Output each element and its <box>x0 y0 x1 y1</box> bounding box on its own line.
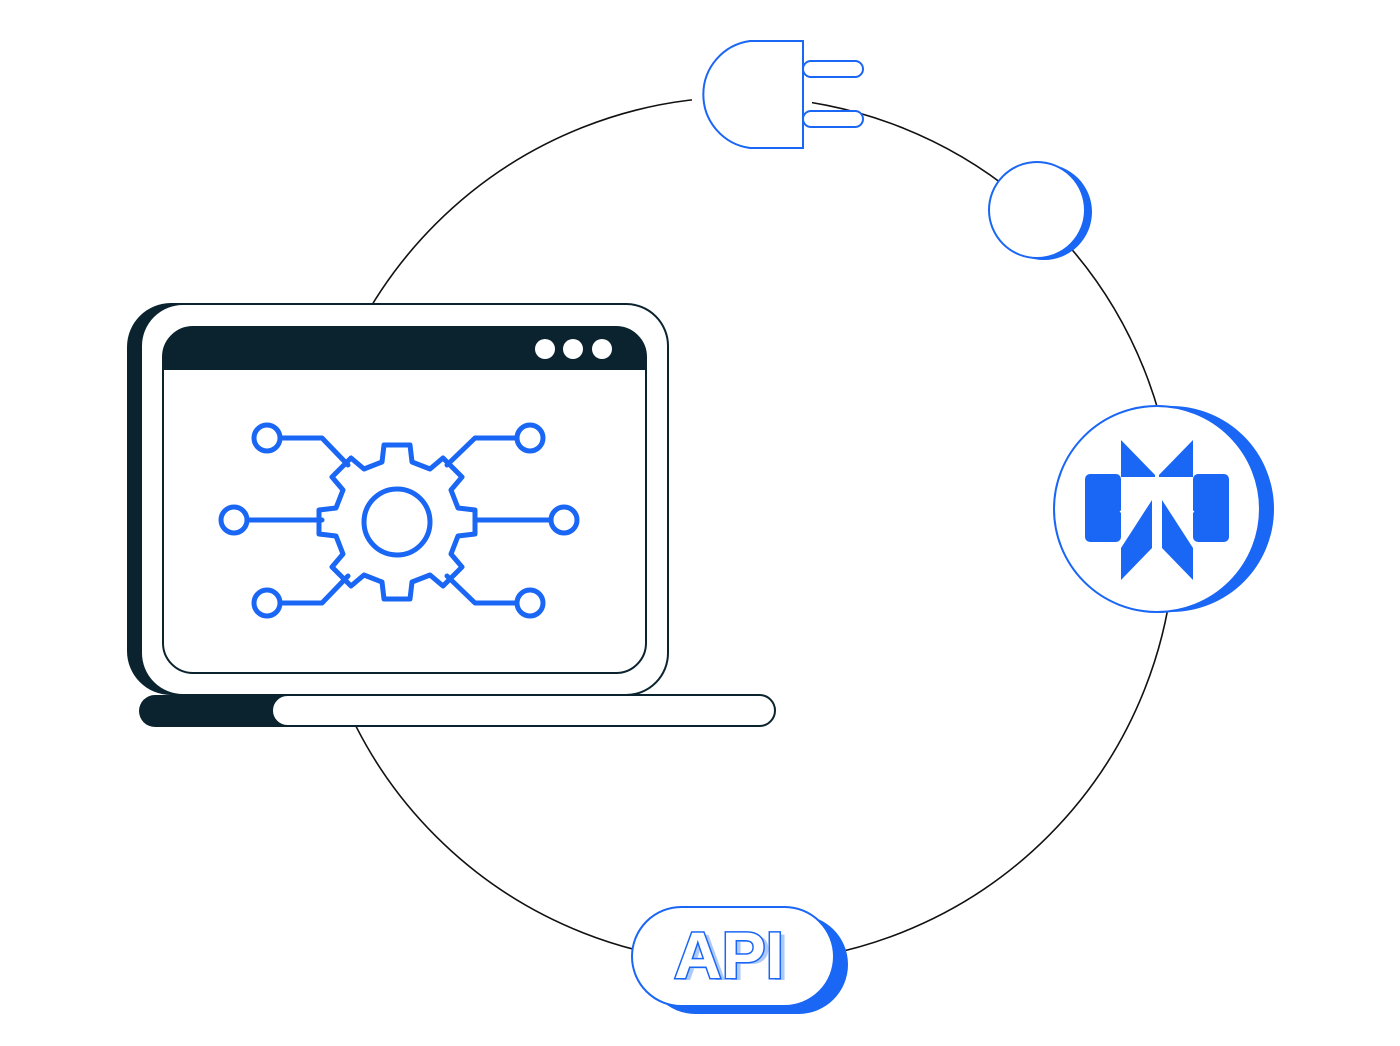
empty-circle-node <box>988 161 1092 260</box>
api-label-shadow: API <box>679 920 789 994</box>
api-badge: API API <box>631 906 848 1014</box>
laptop <box>127 303 776 727</box>
chevron-logo-icon <box>1053 405 1274 613</box>
gear-network-icon <box>218 422 580 619</box>
api-label: API <box>674 918 784 992</box>
power-plug-icon <box>692 40 864 149</box>
window-menu-dots <box>535 339 612 359</box>
